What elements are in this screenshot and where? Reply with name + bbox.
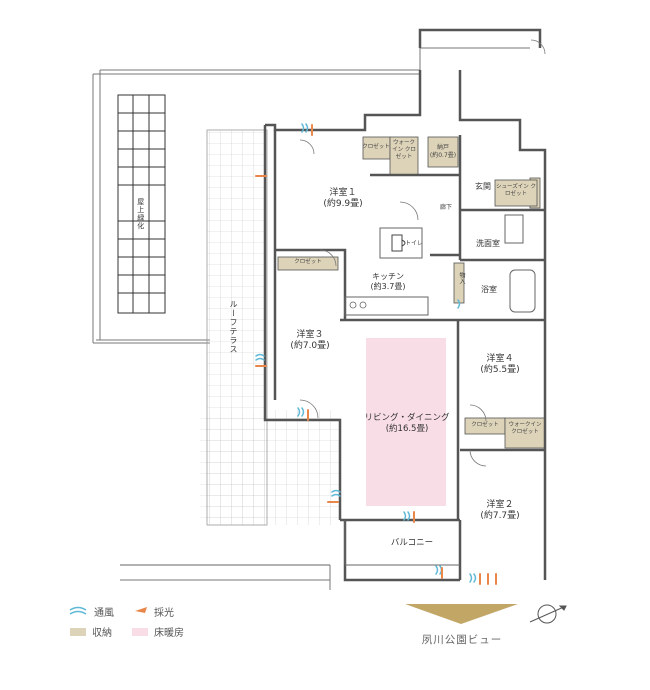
balcony-label: バルコニー [390, 538, 434, 548]
light-legend-text: 採光 [154, 608, 174, 619]
ventilation-legend-icon [69, 606, 87, 615]
western3-size: (約7.0畳) [290, 341, 330, 352]
hallway-label: 廊下 [439, 204, 452, 211]
bathroom-label: 浴室 [481, 285, 497, 294]
roof-outline [92, 47, 530, 590]
closet4-label: クロゼット [471, 422, 499, 428]
western3-name: 洋室３ [296, 330, 324, 340]
closet1-label: クロゼット [362, 144, 390, 150]
living-name: リビング・ダイニング [364, 413, 450, 423]
toilet-label: トイレ [404, 240, 423, 247]
western1-label: 洋室１ (約9.9畳) [308, 188, 378, 211]
rooftop-greenery-label: 屋上緑化 [136, 198, 145, 230]
walkin1-label: ウォーク イン クロゼット [392, 140, 416, 160]
legend-ventilation: 通風 [94, 604, 114, 619]
ventilation-marks [255, 123, 477, 583]
washroom-label: 洗面室 [476, 239, 500, 248]
legend-floor-heating: 床暖房 [132, 624, 184, 639]
storage-swatch [70, 627, 86, 636]
western2-name: 洋室２ [486, 500, 514, 510]
western1-name: 洋室１ [329, 188, 357, 198]
shoe-closet-label: シューズイン クロゼット [496, 184, 536, 197]
light-legend-icon [135, 607, 147, 613]
living-label: リビング・ダイニング (約16.5畳) [355, 413, 459, 434]
doors [299, 39, 546, 467]
closet3-label: クロゼット [294, 259, 322, 265]
legend-light: 採光 [154, 604, 174, 619]
storage-legend-text: 収納 [92, 628, 112, 639]
view-arrow-icon [405, 604, 518, 624]
storage-size: (約0.7畳) [429, 151, 457, 159]
western2-label: 洋室２ (約7.7畳) [472, 500, 528, 523]
western3-label: 洋室３ (約7.0畳) [280, 330, 340, 353]
roof-terrace-label: ルーフテラス [229, 300, 238, 354]
walkin4-label: ウォークイン クロゼット [508, 422, 542, 435]
light-marks [255, 124, 497, 585]
stove-icon [349, 301, 367, 309]
north-arrow-icon [529, 604, 567, 624]
entrance-label: 玄関 [475, 182, 491, 191]
toilet-icon [391, 234, 406, 252]
view-caption: 夙川公園ビュー [421, 634, 503, 646]
ventilation-legend-text: 通風 [94, 608, 114, 619]
storage-name: 納戸 [436, 144, 449, 151]
floor-heating-area [366, 338, 446, 506]
legend-storage: 収納 [70, 624, 112, 639]
western2-size: (約7.7畳) [480, 511, 520, 522]
legend-marks [69, 606, 147, 615]
floor-heating-swatch [132, 627, 148, 636]
western4-name: 洋室４ [486, 354, 514, 364]
thin-walls [120, 214, 536, 566]
linen-label: 物入 [458, 272, 465, 284]
greenery-grid [117, 94, 166, 314]
western4-label: 洋室４ (約5.5畳) [472, 354, 528, 377]
kitchen-label: キッチン (約3.7畳) [358, 272, 418, 292]
storage-label: 納戸 (約0.7畳) [428, 144, 458, 159]
western4-size: (約5.5畳) [480, 365, 520, 376]
kitchen-size: (約3.7畳) [370, 282, 406, 291]
terrace-tiles [200, 129, 340, 526]
western1-size: (約9.9畳) [323, 199, 363, 210]
kitchen-name: キッチン [372, 272, 404, 281]
living-size: (約16.5畳) [385, 423, 429, 434]
floor-heating-legend-text: 床暖房 [154, 628, 184, 639]
